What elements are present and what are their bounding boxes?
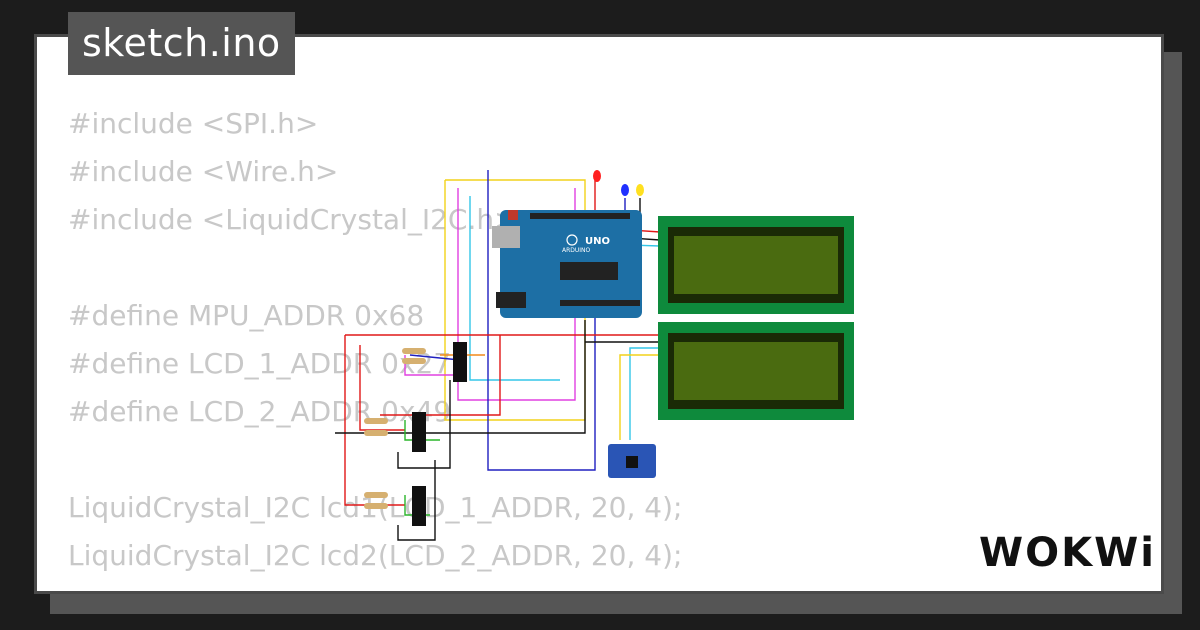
filename-badge: sketch.ino (68, 12, 295, 75)
lcd-display-2 (658, 322, 854, 420)
code-line: #define MPU_ADDR 0x68 (68, 299, 425, 332)
resistors (364, 348, 426, 509)
arduino-board: UNO ARDUINO (492, 210, 642, 318)
wokwi-logo-text: WOKWi (979, 530, 1155, 576)
lcd-display-1 (658, 216, 854, 314)
mpu-sensor (608, 444, 656, 478)
led-group (593, 170, 644, 196)
wokwi-logo: WOKWi (979, 530, 1155, 576)
code-line: #include <SPI.h> (68, 107, 319, 140)
circuit-diagram: UNO ARDUINO (335, 170, 854, 541)
code-line: #define LCD_2_ADDR 0x49 (68, 395, 452, 428)
ic-chips (412, 342, 467, 526)
board-label: UNO (585, 236, 610, 247)
code-line: LiquidCrystal_I2C lcd2(LCD_2_ADDR, 20, 4… (68, 539, 683, 572)
code-line: #define LCD_1_ADDR 0x27 (68, 347, 452, 380)
board-brand: ARDUINO (562, 247, 591, 254)
code-line: #include <Wire.h> (68, 155, 339, 188)
code-preview: #include <SPI.h> #include <Wire.h> #incl… (68, 100, 682, 580)
code-line: LiquidCrystal_I2C lcd1(LCD_1_ADDR, 20, 4… (68, 491, 683, 524)
code-line: #include <LiquidCrystal_I2C.h> (68, 203, 518, 236)
